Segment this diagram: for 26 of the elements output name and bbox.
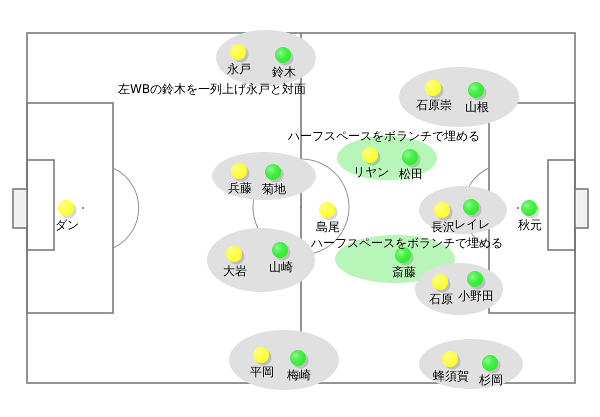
player-name: 島尾 <box>316 220 340 234</box>
player-name: 斎藤 <box>392 265 416 279</box>
player-name: 菊地 <box>262 182 286 196</box>
player-name: 長沢 <box>431 220 455 234</box>
player-name: 秋元 <box>518 218 542 232</box>
player-name: 鈴木 <box>272 65 296 79</box>
zone-ellipse <box>335 235 455 283</box>
player-name: 松田 <box>399 167 423 181</box>
player-name: 杉岡 <box>479 373 503 387</box>
player-name: レイレ <box>454 217 490 231</box>
player-name: 大岩 <box>223 264 247 278</box>
tactic-note: 左WBの鈴木を一列上げ永戸と対面 <box>118 81 306 97</box>
player-name: 石原崇 <box>416 98 452 112</box>
player-name: リヤン <box>353 165 389 179</box>
player-name: 梅崎 <box>287 368 311 382</box>
tactic-note: ハーフスペースをボランチで埋める <box>288 128 480 144</box>
player-name: ダン <box>55 218 79 232</box>
player-name: 山崎 <box>269 260 293 274</box>
player-name: 兵藤 <box>228 181 252 195</box>
tactic-note: ハーフスペースをボランチで埋める <box>311 235 503 251</box>
player-name: 平岡 <box>250 365 274 379</box>
player-name: 蜂須賀 <box>433 369 469 383</box>
player-name: 山根 <box>465 100 489 114</box>
player-name: 石原 <box>429 292 453 306</box>
player-name: 小野田 <box>458 289 494 303</box>
player-name: 永戸 <box>227 62 251 76</box>
